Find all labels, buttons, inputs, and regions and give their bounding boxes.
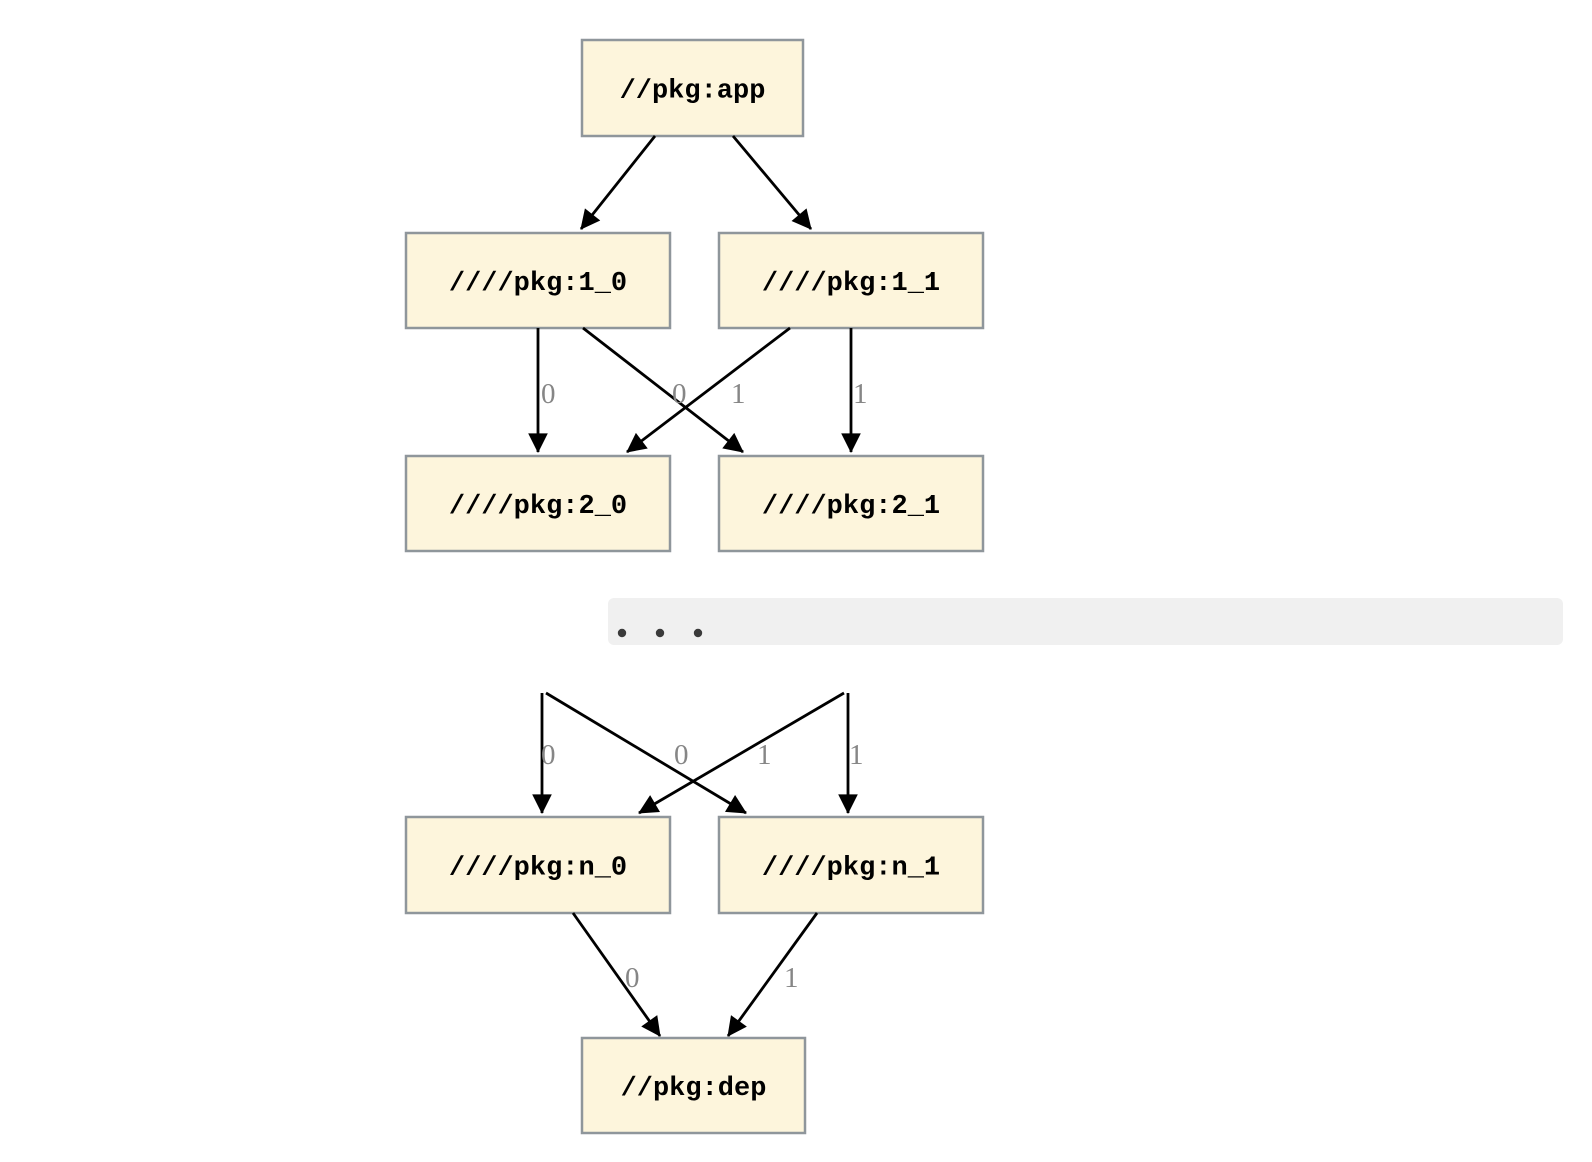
edge-dots-to-n_0-cross xyxy=(638,691,845,815)
node-box-pkg1-1 xyxy=(717,231,985,330)
node-pkg1-1: ////pkg:1_1 xyxy=(717,231,985,330)
edge-label-n_1-to-dep: 1 xyxy=(784,962,799,994)
edge-label-n_0-to-dep: 0 xyxy=(625,962,640,994)
edge-label-1_0-to-2_1: 0 xyxy=(672,378,687,410)
node-box-pkg2-1 xyxy=(717,454,985,553)
edge-label-1_1-to-2_0: 1 xyxy=(731,378,746,410)
node-pkg1-0: ////pkg:1_0 xyxy=(404,231,672,330)
node-dep: //pkg:dep xyxy=(580,1036,807,1135)
ellipsis-dot-0 xyxy=(617,628,627,638)
node-label-pkg1-0: ////pkg:1_0 xyxy=(449,269,627,299)
edge-1_1-to-2_0 xyxy=(626,326,791,454)
node-label-pkg2-1: ////pkg:2_1 xyxy=(762,492,940,522)
node-box-app xyxy=(580,38,805,138)
edges-layer: 0 0 1 1 0 0 1 1 0 1 xyxy=(528,135,868,1037)
edge-dots-to-n_1-cross xyxy=(545,691,747,815)
edge-label-dots-to-n_0-cross: 1 xyxy=(757,739,772,771)
node-pkgn-0: ////pkg:n_0 xyxy=(404,815,672,915)
edge-app-to-1_1 xyxy=(731,135,813,230)
edge-n_0-to-dep xyxy=(571,912,662,1037)
node-label-pkgn-0: ////pkg:n_0 xyxy=(449,854,627,884)
node-app: //pkg:app xyxy=(580,38,805,138)
edge-1_0-to-2_1 xyxy=(582,326,744,454)
node-label-dep: //pkg:dep xyxy=(621,1074,767,1104)
nodes-layer: //pkg:app ////pkg:1_0 ////pkg:1_1 ////pkg:2… xyxy=(404,38,985,1135)
node-box-pkg1-0 xyxy=(404,231,672,330)
node-label-pkgn-1: ////pkg:n_1 xyxy=(762,854,940,884)
node-box-pkgn-1 xyxy=(717,815,985,915)
edge-n_1-to-dep xyxy=(726,912,819,1037)
edge-label-1_0-to-2_0: 0 xyxy=(541,378,556,410)
edge-app-to-1_0 xyxy=(579,135,657,230)
node-box-dep xyxy=(580,1036,807,1135)
node-label-pkg2-0: ////pkg:2_0 xyxy=(449,492,627,522)
node-label-app: //pkg:app xyxy=(620,77,766,107)
ellipsis-dot-2 xyxy=(693,628,703,638)
edge-label-dots-to-n_1: 1 xyxy=(849,739,864,771)
edge-label-1_1-to-2_1: 1 xyxy=(853,378,868,410)
ellipsis-dot-1 xyxy=(655,628,665,638)
node-label-pkg1-1: ////pkg:1_1 xyxy=(762,269,940,299)
ellipsis-band xyxy=(608,598,1563,645)
node-pkg2-0: ////pkg:2_0 xyxy=(404,454,672,553)
node-pkg2-1: ////pkg:2_1 xyxy=(717,454,985,553)
node-box-pkgn-0 xyxy=(404,815,672,915)
edge-label-dots-to-n_0: 0 xyxy=(541,739,556,771)
ellipsis-band-layer xyxy=(608,598,1563,645)
node-box-pkg2-0 xyxy=(404,454,672,553)
edge-label-dots-to-n_1-cross: 0 xyxy=(674,739,689,771)
node-pkgn-1: ////pkg:n_1 xyxy=(717,815,985,915)
